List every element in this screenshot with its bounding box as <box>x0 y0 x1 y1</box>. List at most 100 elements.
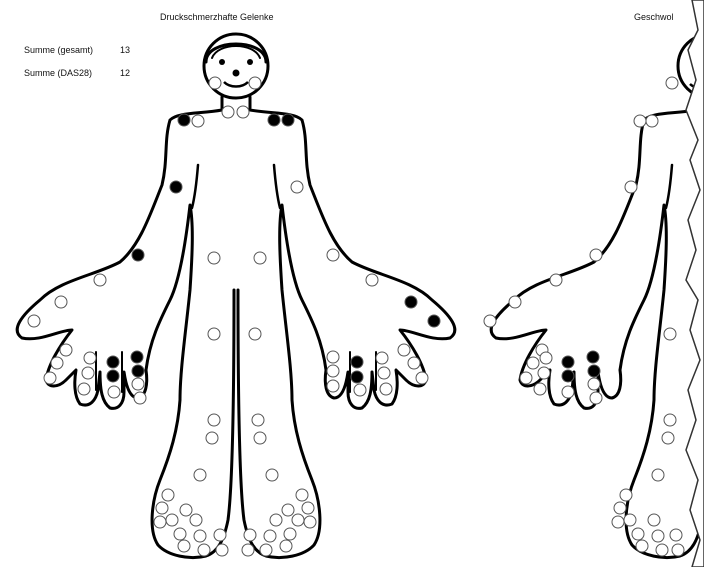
joint-marker[interactable] <box>222 106 234 118</box>
joint-marker[interactable] <box>266 469 278 481</box>
tender-joint-marker[interactable] <box>562 356 574 368</box>
joint-marker[interactable] <box>304 516 316 528</box>
joint-marker[interactable] <box>612 516 624 528</box>
joint-marker[interactable] <box>270 514 282 526</box>
joint-marker[interactable] <box>662 432 674 444</box>
tender-joint-marker[interactable] <box>587 351 599 363</box>
joint-marker[interactable] <box>646 115 658 127</box>
joint-marker[interactable] <box>327 380 339 392</box>
joint-marker[interactable] <box>282 504 294 516</box>
tender-joint-marker[interactable] <box>170 181 182 193</box>
joint-marker[interactable] <box>527 357 539 369</box>
joint-marker[interactable] <box>249 77 261 89</box>
joint-marker[interactable] <box>216 544 228 556</box>
tender-joint-marker[interactable] <box>351 371 363 383</box>
tender-joint-marker[interactable] <box>562 370 574 382</box>
joint-marker[interactable] <box>28 315 40 327</box>
joint-marker[interactable] <box>192 115 204 127</box>
joint-marker[interactable] <box>296 489 308 501</box>
joint-marker[interactable] <box>664 414 676 426</box>
joint-marker[interactable] <box>284 528 296 540</box>
joint-marker[interactable] <box>380 383 392 395</box>
joint-marker[interactable] <box>166 514 178 526</box>
joint-marker[interactable] <box>520 372 532 384</box>
joint-marker[interactable] <box>194 469 206 481</box>
joint-marker[interactable] <box>44 372 56 384</box>
joint-marker[interactable] <box>376 352 388 364</box>
joint-marker[interactable] <box>408 357 420 369</box>
joint-marker[interactable] <box>550 274 562 286</box>
joint-marker[interactable] <box>252 414 264 426</box>
joint-marker[interactable] <box>302 502 314 514</box>
joint-marker[interactable] <box>540 352 552 364</box>
joint-marker[interactable] <box>398 344 410 356</box>
joint-marker[interactable] <box>208 414 220 426</box>
joint-marker[interactable] <box>156 502 168 514</box>
joint-marker[interactable] <box>666 77 678 89</box>
joint-marker[interactable] <box>590 392 602 404</box>
tender-joint-marker[interactable] <box>178 114 190 126</box>
joint-marker[interactable] <box>672 544 684 556</box>
joint-marker[interactable] <box>237 106 249 118</box>
joint-marker[interactable] <box>254 252 266 264</box>
joint-marker[interactable] <box>154 516 166 528</box>
joint-marker[interactable] <box>625 181 637 193</box>
joint-marker[interactable] <box>178 540 190 552</box>
joint-marker[interactable] <box>632 528 644 540</box>
joint-marker[interactable] <box>132 378 144 390</box>
joint-marker[interactable] <box>198 544 210 556</box>
joint-marker[interactable] <box>366 274 378 286</box>
tender-joint-marker[interactable] <box>351 356 363 368</box>
tender-joint-marker[interactable] <box>132 249 144 261</box>
joint-marker[interactable] <box>292 514 304 526</box>
joint-marker[interactable] <box>327 351 339 363</box>
joint-marker[interactable] <box>254 432 266 444</box>
joint-marker[interactable] <box>108 386 120 398</box>
joint-marker[interactable] <box>94 274 106 286</box>
joint-marker[interactable] <box>51 357 63 369</box>
tender-joint-marker[interactable] <box>588 365 600 377</box>
joint-marker[interactable] <box>327 249 339 261</box>
tender-joint-marker[interactable] <box>107 370 119 382</box>
joint-marker[interactable] <box>280 540 292 552</box>
joint-marker[interactable] <box>327 365 339 377</box>
joint-marker[interactable] <box>214 529 226 541</box>
joint-marker[interactable] <box>636 540 648 552</box>
tender-joint-marker[interactable] <box>428 315 440 327</box>
joint-marker[interactable] <box>648 514 660 526</box>
joint-marker[interactable] <box>634 115 646 127</box>
tender-joint-marker[interactable] <box>107 356 119 368</box>
joint-marker[interactable] <box>416 372 428 384</box>
tender-joint-marker[interactable] <box>282 114 294 126</box>
joint-marker[interactable] <box>180 504 192 516</box>
joint-marker[interactable] <box>664 328 676 340</box>
joint-marker[interactable] <box>208 328 220 340</box>
joint-marker[interactable] <box>55 296 67 308</box>
joint-marker[interactable] <box>534 383 546 395</box>
tender-joint-marker[interactable] <box>132 365 144 377</box>
joint-marker[interactable] <box>620 489 632 501</box>
joint-marker[interactable] <box>244 529 256 541</box>
joint-marker[interactable] <box>562 386 574 398</box>
joint-marker[interactable] <box>162 489 174 501</box>
joint-marker[interactable] <box>624 514 636 526</box>
joint-marker[interactable] <box>82 367 94 379</box>
joint-marker[interactable] <box>588 378 600 390</box>
joint-marker[interactable] <box>190 514 202 526</box>
joint-marker[interactable] <box>652 469 664 481</box>
joint-marker[interactable] <box>194 530 206 542</box>
joint-marker[interactable] <box>354 384 366 396</box>
joint-marker[interactable] <box>174 528 186 540</box>
joint-marker[interactable] <box>378 367 390 379</box>
joint-marker[interactable] <box>60 344 72 356</box>
joint-marker[interactable] <box>264 530 276 542</box>
joint-marker[interactable] <box>614 502 626 514</box>
tender-joint-marker[interactable] <box>405 296 417 308</box>
joint-marker[interactable] <box>590 249 602 261</box>
joint-marker[interactable] <box>208 252 220 264</box>
joint-marker[interactable] <box>209 77 221 89</box>
tender-joint-marker[interactable] <box>268 114 280 126</box>
joint-marker[interactable] <box>652 530 664 542</box>
joint-marker[interactable] <box>260 544 272 556</box>
joint-marker[interactable] <box>670 529 682 541</box>
